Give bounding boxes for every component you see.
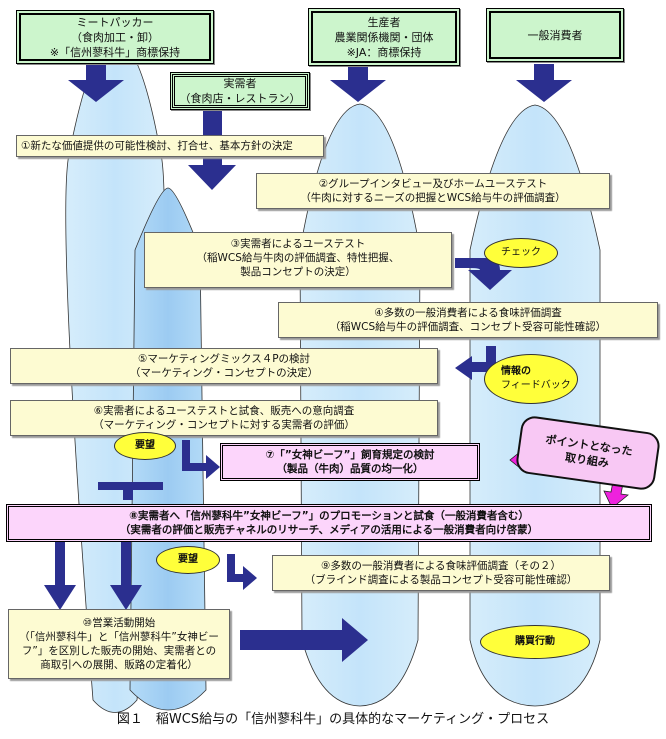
arrow-to-purchase — [240, 618, 368, 662]
step-4: ④多数の一般消費者による食味評価調査 （稲WCS給与牛の評価調査、コンセプト受容… — [278, 302, 658, 338]
step-5: ⑤マーケティングミックス４Pの検討 （マーケティング・コンセプトの決定） — [10, 348, 438, 384]
oval-request-1-label: 要望 — [135, 440, 155, 451]
step-8: ⑧実需者へ「信州蓼科牛”女神ビーフ”」のプロモーションと試食（一般消費者含む） … — [6, 504, 652, 542]
actor-restaurant-line: （食肉店・レストラン） — [179, 92, 301, 105]
arrow-step8-down-right — [110, 540, 142, 610]
step-8-line: ⑧実需者へ「信州蓼科牛”女神ビーフ”」のプロモーションと試食（一般消費者含む） — [129, 510, 529, 522]
step-9-line: ⑨多数の一般消費者による食味評価調査（その２） — [320, 560, 562, 572]
arrow-consumer-down — [516, 64, 572, 102]
step-1: ①新たな価値提供の可能性検討、打合せ、基本方針の決定 — [16, 135, 324, 157]
oval-purchase-label: 購買行動 — [515, 636, 555, 647]
arrow-request-to-step7 — [182, 440, 220, 479]
step-6-line: （マーケティング・コンセプトに対する実需者の評価） — [93, 419, 355, 431]
actor-meat-packer-line: ※「信州蓼科牛」商標保持 — [49, 45, 181, 59]
step-2-line: （牛肉に対するニーズの把握とWCS給与牛の評価調査） — [300, 192, 566, 204]
step-3-line: 製品コンセプトの決定） — [240, 266, 356, 278]
actor-producer-line: ※JA：商標保持 — [346, 45, 422, 59]
step-9-line: （ブラインド調査による製品コンセプト受容可能性確認） — [304, 574, 578, 586]
step-5-line: ⑤マーケティングミックス４Pの検討 — [137, 353, 311, 365]
step-7: ⑦「”女神ビーフ”」飼育規定の検討 （製品（牛肉）品質の均一化） — [220, 443, 480, 481]
arrow-meat-packer-down — [68, 65, 124, 102]
step-2-line: ②グループインタビュー及びホームユーステスト — [318, 178, 548, 190]
actor-producer: 生産者 農業関係機関・団体 ※JA：商標保持 — [308, 8, 460, 66]
actor-meat-packer-line: （食肉加工・卸） — [71, 30, 159, 44]
step-4-line: ④多数の一般消費者による食味評価調査 — [374, 307, 562, 319]
step-2: ②グループインタビュー及びホームユーステスト （牛肉に対するニーズの把握とWCS… — [256, 173, 610, 209]
oval-feedback: 情報の フィードバック — [484, 354, 578, 404]
step-4-line: （稲WCS給与牛の評価調査、コンセプト受容可能性確認） — [329, 321, 607, 333]
step-7-line: （製品（牛肉）品質の均一化） — [276, 463, 424, 475]
oval-request-2-label: 要望 — [178, 554, 198, 565]
actor-consumer-line: 一般消費者 — [527, 28, 583, 42]
step-9: ⑨多数の一般消費者による食味評価調査（その２） （ブラインド調査による製品コンセ… — [272, 555, 610, 591]
actor-consumer: 一般消費者 — [486, 8, 624, 62]
step-10-line: ⑩営業活動開始 — [82, 617, 156, 629]
actor-restaurant: 実需者 （食肉店・レストラン） — [170, 72, 310, 110]
actor-meat-packer: ミートパッカー （食肉加工・卸） ※「信州蓼科牛」商標保持 — [16, 10, 214, 64]
step-10: ⑩営業活動開始 （「信州蓼科牛」と「信州蓼科牛”女神ビー フ”」を区別した販売の… — [8, 609, 230, 679]
oval-feedback-label: 情報の — [501, 366, 531, 377]
oval-purchase: 購買行動 — [480, 625, 590, 659]
figure-caption: 図１ 稲WCS給与の「信州蓼科牛」の具体的なマーケティング・プロセス — [116, 712, 550, 727]
step-10-line: （「信州蓼科牛」と「信州蓼科牛”女神ビー — [19, 631, 219, 643]
oval-check: チェック — [484, 238, 558, 268]
actor-producer-line: 農業関係機関・団体 — [334, 30, 434, 44]
oval-feedback-label: フィードバック — [501, 380, 571, 391]
actor-meat-packer-line: ミートパッカー — [76, 15, 154, 29]
step-10-line: フ”」を区別した販売の開始、実需者との — [21, 645, 217, 657]
oval-request-2: 要望 — [156, 546, 220, 574]
oval-request-1: 要望 — [114, 432, 176, 460]
step-8-line: （実需者の評価と販売チャネルのリサーチ、メディアの活用による一般消費者向け啓蒙） — [119, 524, 539, 536]
step-5-line: （マーケティング・コンセプトの決定） — [129, 367, 319, 379]
arrow-step8-down-left — [44, 540, 76, 610]
actor-producer-line: 生産者 — [367, 15, 401, 29]
arrow-request-to-step9 — [227, 554, 257, 590]
step-6-line: ⑥実需者によるユーステストと試食、販売への意向調査 — [93, 405, 355, 417]
step-6: ⑥実需者によるユーステストと試食、販売への意向調査 （マーケティング・コンセプト… — [10, 400, 438, 436]
step-3-line: （稲WCS給与牛肉の評価調査、特性把握、 — [196, 252, 400, 264]
step-1-line: ①新たな価値提供の可能性検討、打合せ、基本方針の決定 — [21, 140, 293, 152]
arrow-check — [455, 258, 512, 290]
step-10-line: 商取引への展開、販路の定着化） — [40, 659, 198, 671]
oval-check-label: チェック — [501, 247, 541, 258]
actor-restaurant-line: 実需者 — [223, 77, 257, 90]
step-7-line: ⑦「”女神ビーフ”」飼育規定の検討 — [265, 449, 435, 461]
arrow-step7-bracket — [98, 482, 163, 500]
arrow-producer-down — [330, 64, 386, 102]
step-3: ③実需者によるユーステスト （稲WCS給与牛肉の評価調査、特性把握、 製品コンセ… — [144, 232, 452, 288]
step-3-line: ③実需者によるユーステスト — [230, 238, 366, 250]
